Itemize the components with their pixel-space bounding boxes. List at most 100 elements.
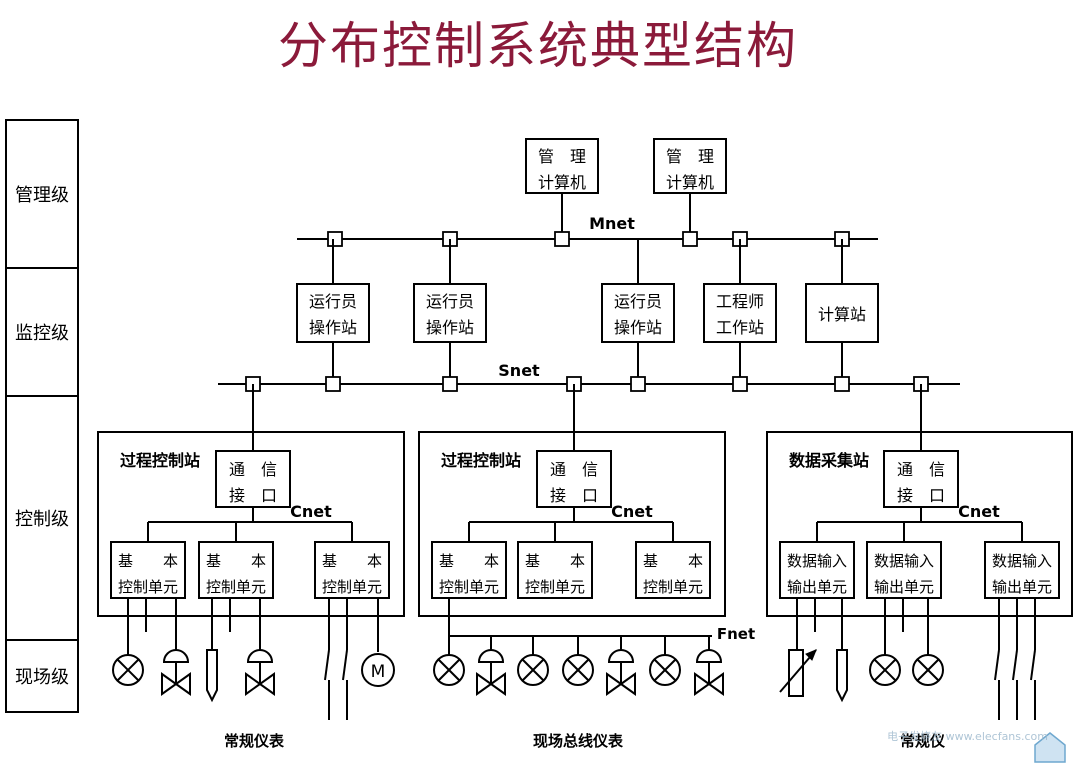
- lamp-symbol-icon: [912, 654, 944, 686]
- control-station-name: 过程控制站: [441, 451, 521, 470]
- snet-node: [325, 376, 341, 392]
- control-unit-label: 控制单元: [525, 578, 585, 596]
- level-label: 现场级: [15, 667, 69, 688]
- management-computer-box: [525, 138, 599, 194]
- control-valve-icon: [245, 672, 275, 696]
- snet-node: [732, 376, 748, 392]
- operator-station-box: [296, 283, 370, 343]
- mnet-node: [327, 231, 343, 247]
- control-unit-box: [110, 541, 186, 599]
- control-unit-box: [635, 541, 711, 599]
- control-valve-icon: [161, 672, 191, 696]
- control-unit-label: 控制单元: [643, 578, 703, 596]
- control-unit-label: 基 本: [439, 552, 499, 570]
- control-unit-box: [866, 541, 942, 599]
- snet-node: [630, 376, 646, 392]
- connector-line: [1030, 649, 1036, 681]
- watermark-text: 电子发烧友 www.elecfans.com: [887, 729, 1048, 743]
- control-unit-label: 数据输入: [787, 552, 847, 570]
- fnet-label: Fnet: [717, 625, 755, 643]
- connector-line: [994, 649, 1000, 681]
- comm-interface-box: [536, 450, 612, 508]
- motor-symbol-label: M: [371, 662, 386, 682]
- control-unit-box: [314, 541, 390, 599]
- operator-station-box: [601, 283, 675, 343]
- management-computer-label: 计算机: [538, 173, 586, 192]
- operator-station-label: 操作站: [614, 318, 662, 337]
- management-computer-box: [653, 138, 727, 194]
- control-unit-box: [431, 541, 507, 599]
- control-valve-icon: [476, 672, 506, 696]
- bottom-label: 常规仪表: [224, 732, 285, 750]
- operator-station-label: 工作站: [716, 318, 764, 337]
- connector-line: [1012, 649, 1018, 681]
- control-valve-icon: [607, 649, 635, 663]
- lamp-symbol-icon: [874, 659, 896, 681]
- control-unit-label: 控制单元: [206, 578, 266, 596]
- control-station-name: 数据采集站: [789, 451, 869, 470]
- control-unit-label: 数据输入: [874, 552, 934, 570]
- thermocouple-icon: [788, 649, 804, 697]
- mnet-label: Mnet: [589, 214, 635, 233]
- comm-interface-label: 接 口: [550, 486, 598, 505]
- lamp-symbol-icon: [562, 654, 594, 686]
- control-valve-icon: [694, 672, 724, 696]
- snet-node: [442, 376, 458, 392]
- control-valve-icon: [477, 649, 505, 663]
- level-label: 监控级: [15, 323, 69, 344]
- operator-station-box: [805, 283, 879, 343]
- control-unit-label: 控制单元: [322, 578, 382, 596]
- control-station-name: 过程控制站: [120, 451, 200, 470]
- connector-line: [342, 649, 348, 681]
- control-unit-label: 基 本: [206, 552, 266, 570]
- control-unit-label: 基 本: [525, 552, 585, 570]
- control-valve-icon: [246, 649, 274, 663]
- lamp-symbol-icon: [438, 659, 460, 681]
- control-unit-box: [779, 541, 855, 599]
- comm-interface-box: [215, 450, 291, 508]
- control-unit-label: 输出单元: [787, 578, 847, 596]
- watermark-logo-icon: [1034, 732, 1066, 763]
- control-unit-label: 输出单元: [874, 578, 934, 596]
- control-unit-label: 基 本: [643, 552, 703, 570]
- comm-interface-label: 通 信: [897, 460, 945, 479]
- bottom-label: 常规仪: [900, 732, 946, 750]
- operator-station-label: 运行员: [426, 292, 474, 311]
- comm-interface-label: 接 口: [897, 486, 945, 505]
- control-unit-label: 数据输入: [992, 552, 1052, 570]
- level-label: 管理级: [15, 185, 69, 206]
- cnet-label: Cnet: [290, 502, 332, 521]
- snet-label: Snet: [498, 361, 540, 380]
- level-cell: [5, 639, 79, 713]
- level-cell: [5, 395, 79, 641]
- mnet-node: [682, 231, 698, 247]
- management-computer-label: 管 理: [538, 147, 586, 166]
- comm-interface-label: 接 口: [229, 486, 277, 505]
- page-title: 分布控制系统典型结构: [278, 17, 798, 75]
- operator-station-label: 工程师: [716, 292, 764, 311]
- level-label: 控制级: [15, 509, 69, 530]
- lamp-symbol-icon: [522, 659, 544, 681]
- lamp-symbol-icon: [869, 654, 901, 686]
- snet-node: [834, 376, 850, 392]
- lamp-symbol-icon: [117, 659, 139, 681]
- level-cell: [5, 119, 79, 269]
- sensor-probe-icon: [206, 649, 218, 703]
- management-computer-label: 计算机: [666, 173, 714, 192]
- control-unit-box: [984, 541, 1060, 599]
- control-unit-label: 输出单元: [992, 578, 1052, 596]
- control-unit-label: 基 本: [322, 552, 382, 570]
- management-computer-label: 管 理: [666, 147, 714, 166]
- cnet-label: Cnet: [611, 502, 653, 521]
- lamp-symbol-icon: [433, 654, 465, 686]
- control-valve-icon: [695, 649, 723, 663]
- bottom-label: 现场总线仪表: [533, 732, 624, 750]
- sensor-probe-icon: [836, 649, 848, 703]
- lamp-symbol-icon: [649, 654, 681, 686]
- operator-station-label: 运行员: [309, 292, 357, 311]
- cnet-label: Cnet: [958, 502, 1000, 521]
- control-valve-icon: [162, 649, 190, 663]
- control-unit-box: [198, 541, 274, 599]
- control-unit-label: 基 本: [118, 552, 178, 570]
